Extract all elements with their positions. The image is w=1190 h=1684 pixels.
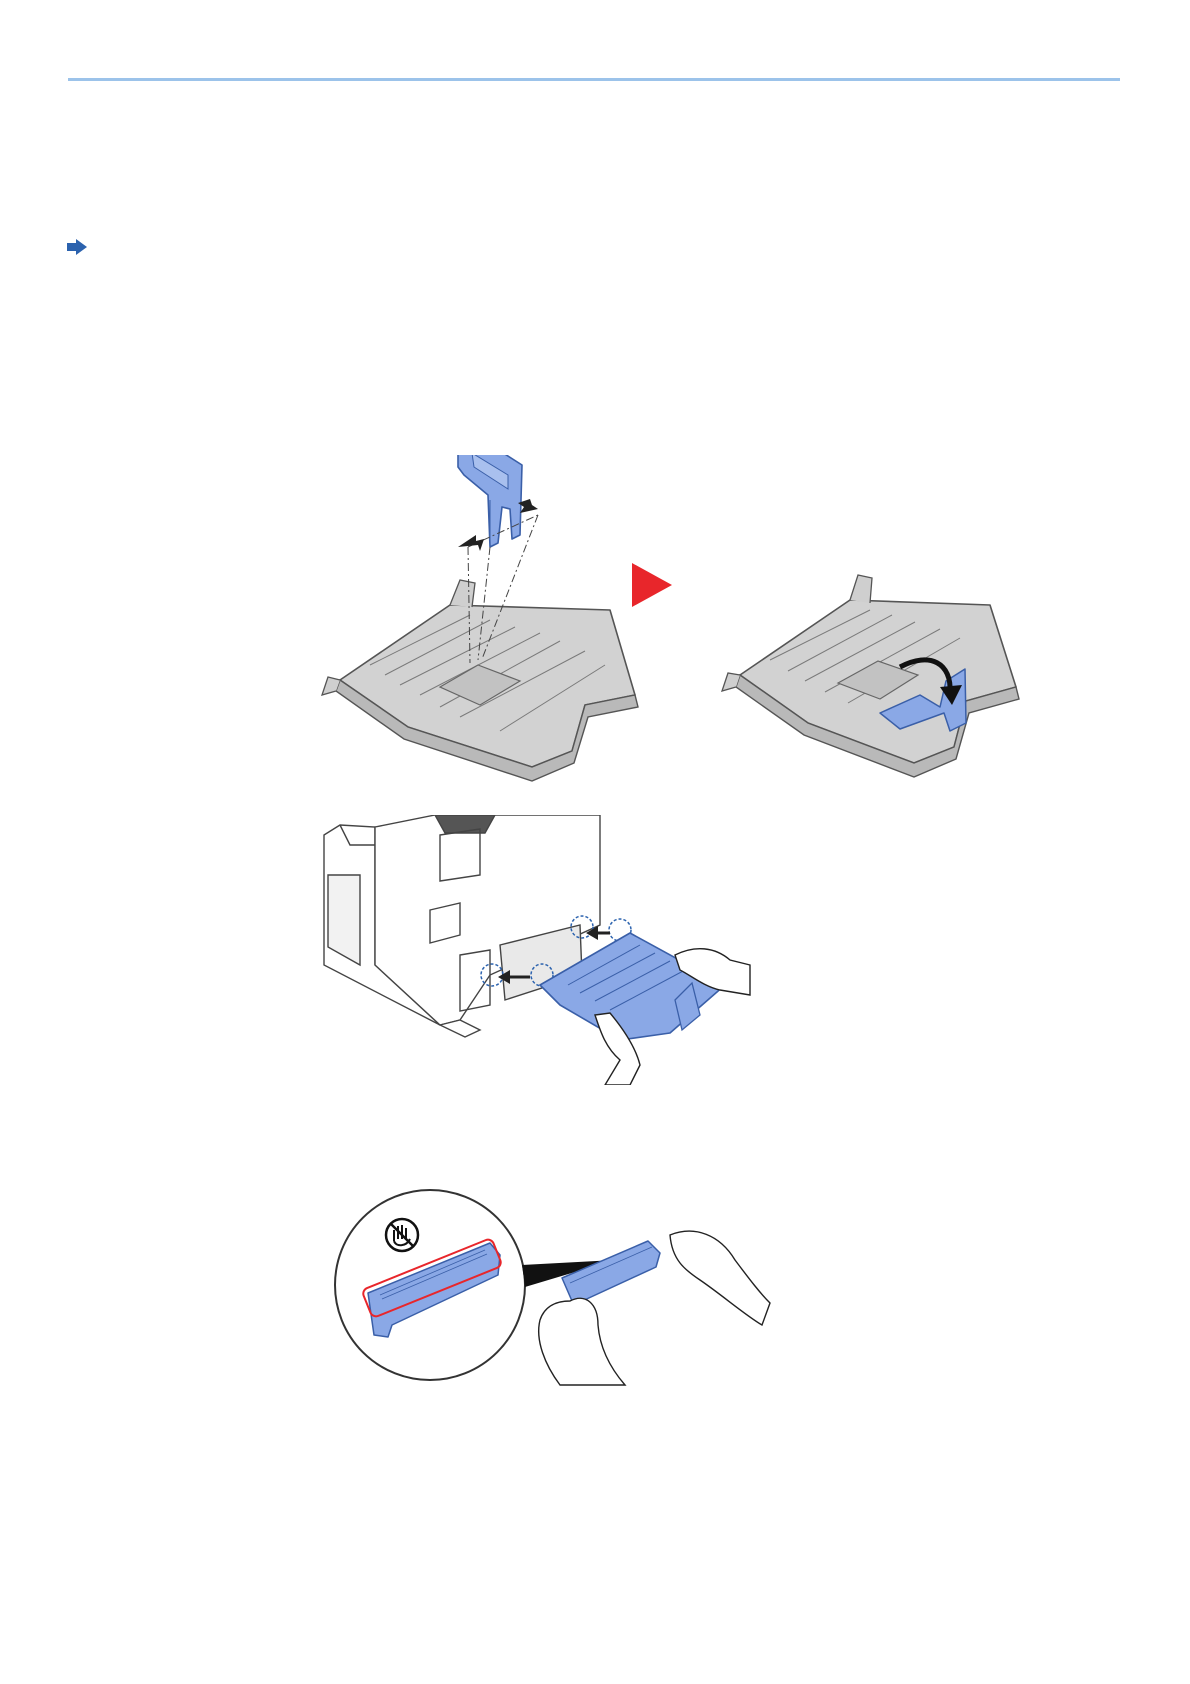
- no-touch-hand-icon: [386, 1219, 418, 1251]
- right-arrow-icon: [66, 238, 88, 256]
- output-tray-left: [322, 580, 638, 781]
- figure-handling-precaution: [330, 1175, 850, 1405]
- figure-tray-attachment: [320, 815, 780, 1085]
- figure-stopper-attachment: [300, 455, 1080, 795]
- header-rule: [68, 78, 1120, 81]
- output-tray-right: [722, 575, 1019, 777]
- stopper-part: [458, 455, 522, 547]
- triangle-right-icon: [632, 563, 672, 607]
- part-held: [562, 1241, 660, 1303]
